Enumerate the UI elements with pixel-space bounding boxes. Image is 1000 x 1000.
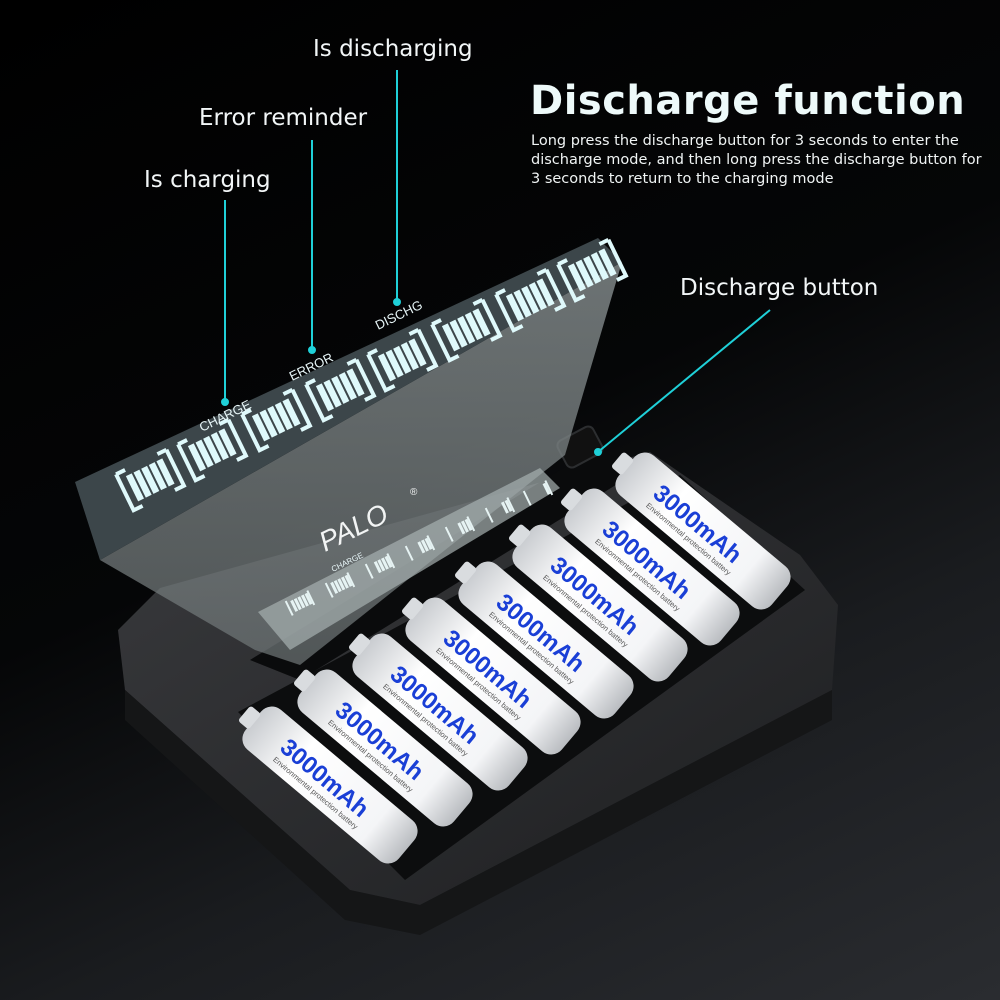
heading-description: Long press the discharge button for 3 se… bbox=[531, 133, 982, 187]
small-lcd-segment bbox=[364, 553, 396, 579]
callout-error-reminder: Error reminder bbox=[199, 105, 368, 131]
callout-dot-dischg bbox=[393, 298, 401, 306]
lcd-panel-band bbox=[75, 238, 622, 560]
battery-terminal bbox=[455, 561, 477, 584]
battery-terminal bbox=[239, 706, 261, 729]
brand-registered: ® bbox=[410, 487, 418, 498]
lcd-battery-segment bbox=[304, 357, 377, 423]
callout-dot-button bbox=[594, 448, 602, 456]
lcd-battery-segment bbox=[114, 447, 187, 513]
lcd-battery-segment bbox=[430, 297, 503, 363]
callout-is-charging: Is charging bbox=[144, 167, 271, 193]
lcd-battery-segment bbox=[556, 237, 629, 303]
small-lcd-segment bbox=[404, 535, 436, 561]
callout-dot-charge bbox=[221, 398, 229, 406]
battery-terminal bbox=[509, 524, 531, 547]
small-lcd-segment bbox=[324, 572, 356, 598]
lcd-battery-segment bbox=[366, 327, 439, 393]
lcd-battery-segment bbox=[240, 387, 313, 453]
small-lcd-segments bbox=[284, 480, 554, 616]
lcd-segments bbox=[114, 237, 629, 513]
callout-lines bbox=[221, 70, 771, 456]
heading-title: Discharge function bbox=[530, 78, 966, 124]
lcd-battery-segment bbox=[494, 267, 567, 333]
battery-terminal bbox=[294, 669, 316, 692]
battery-terminal bbox=[561, 488, 583, 511]
small-lcd-segment bbox=[444, 516, 476, 542]
charger-front bbox=[125, 690, 832, 935]
lcd-battery-segment bbox=[176, 417, 249, 483]
battery-terminal bbox=[612, 452, 634, 475]
lcd-projection bbox=[100, 262, 622, 665]
small-lcd-segment bbox=[484, 497, 516, 523]
battery-terminal bbox=[402, 597, 424, 620]
small-lcd bbox=[258, 468, 560, 650]
small-lcd-segment bbox=[522, 480, 554, 506]
small-lcd-segment bbox=[284, 590, 316, 616]
callout-dot-error bbox=[308, 346, 316, 354]
battery-terminal bbox=[349, 633, 371, 656]
callout-is-discharging: Is discharging bbox=[313, 36, 473, 62]
callout-discharge-button: Discharge button bbox=[680, 275, 879, 301]
